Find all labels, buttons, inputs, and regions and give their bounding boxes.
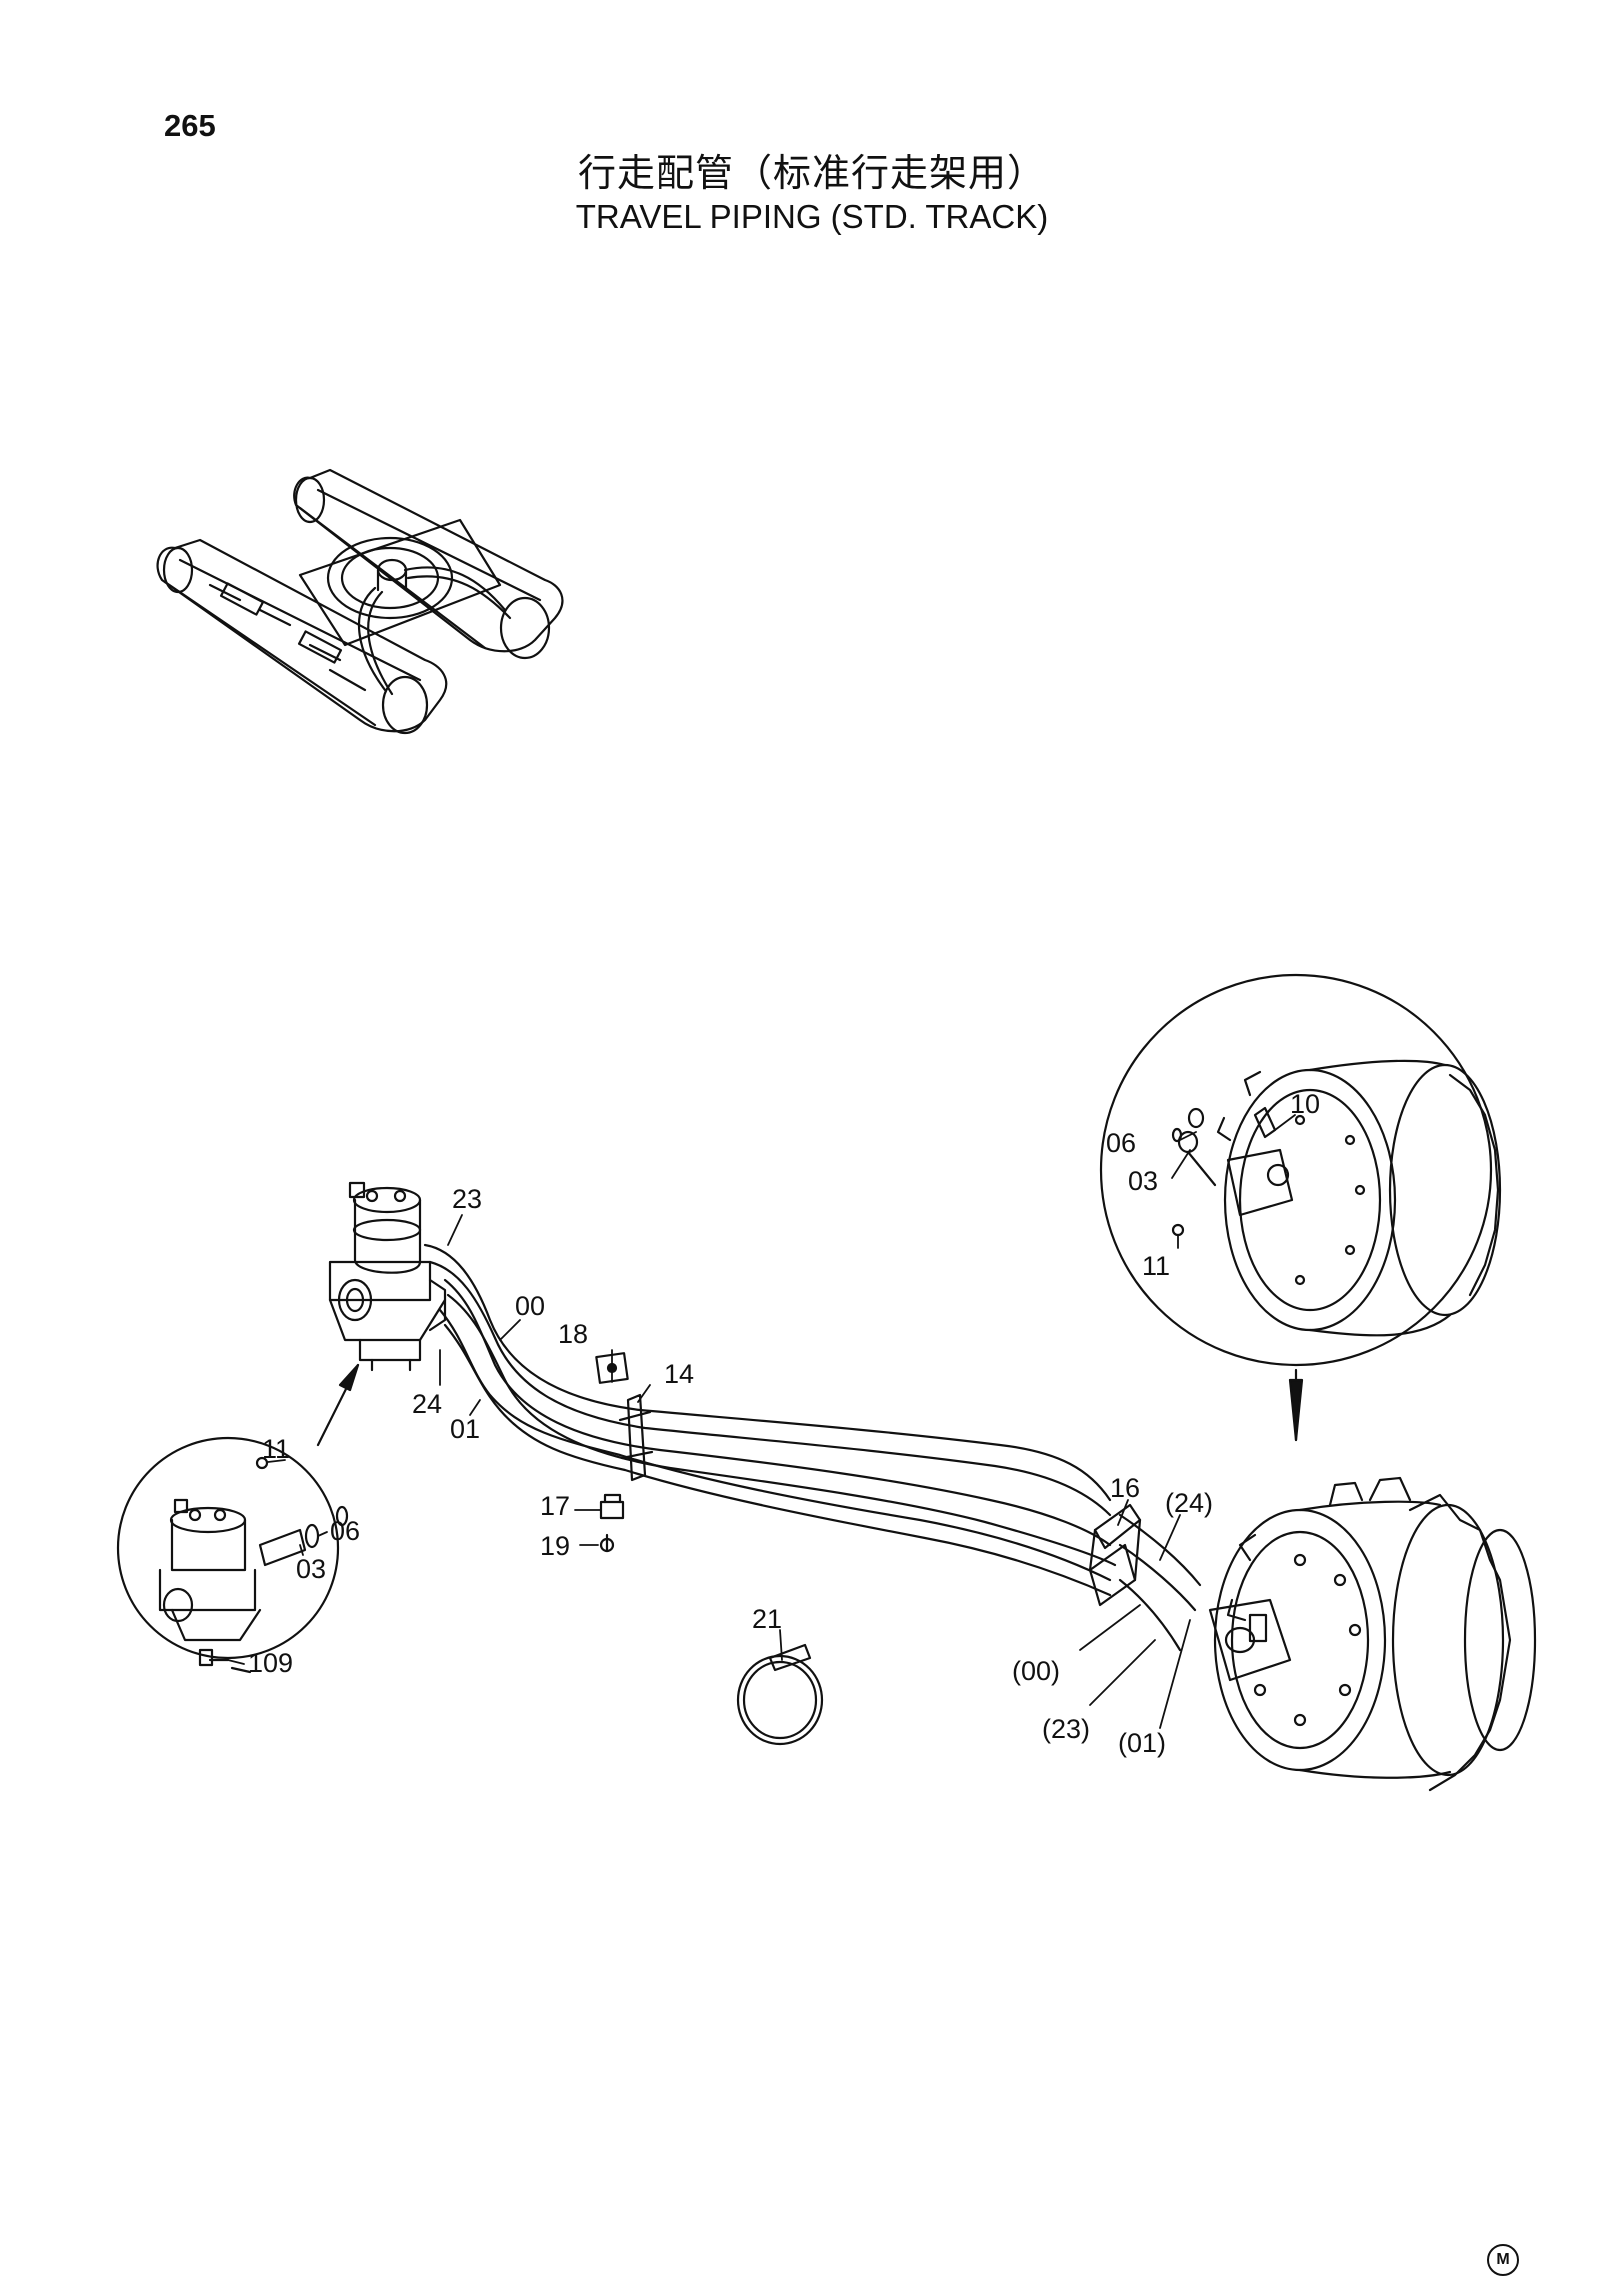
callout-24: 24: [412, 1389, 442, 1419]
center-joint-assembly: [328, 1181, 447, 1372]
corner-mark: M: [1487, 2244, 1519, 2276]
undercarriage-overview: [156, 468, 564, 735]
callout-01-paren: (01): [1118, 1728, 1166, 1758]
callout-18: 18: [558, 1319, 588, 1349]
clamp-ring-21: [736, 1643, 824, 1746]
clamp-14: [618, 1393, 654, 1482]
callout-16: 16: [1110, 1473, 1140, 1503]
callout-14: 14: [664, 1359, 694, 1389]
leader-lines: [227, 1114, 1296, 1729]
motor-callout-03: 03: [1128, 1166, 1158, 1196]
callout-24-paren: (24): [1165, 1488, 1213, 1518]
motor-callout-10: 10: [1290, 1089, 1320, 1119]
callout-labels: 23 00 18 14 24 01 17 19 21 16 (24) (00) …: [248, 1089, 1320, 1758]
detail-circle-travel-motor: [1099, 973, 1502, 1442]
page-title-english: TRAVEL PIPING (STD. TRACK): [575, 198, 1049, 235]
detail-callout-109: 109: [248, 1648, 293, 1678]
callout-01: 01: [450, 1414, 480, 1444]
page-number: 265: [164, 108, 216, 143]
callout-19: 19: [540, 1531, 570, 1561]
page-title-chinese: 行走配管（标准行走架用）: [577, 151, 1046, 195]
band-16: [1088, 1503, 1142, 1607]
bolt-17-19: [599, 1493, 625, 1553]
motor-callout-11: 11: [1142, 1251, 1170, 1281]
detail-callout-03: 03: [296, 1554, 326, 1584]
callout-21: 21: [752, 1604, 782, 1634]
travel-motor: [1208, 1476, 1537, 1792]
motor-callout-06: 06: [1106, 1128, 1136, 1158]
detail-circle-center-joint: [116, 1363, 360, 1674]
callout-23: 23: [452, 1184, 482, 1214]
detail-callout-11: 11: [262, 1434, 290, 1464]
callout-23-paren: (23): [1042, 1714, 1090, 1744]
detail-callout-06: 06: [330, 1516, 360, 1546]
callout-00-paren: (00): [1012, 1656, 1060, 1686]
hose-bundle: [423, 1243, 1202, 1652]
callout-00: 00: [515, 1291, 545, 1321]
callout-17: 17: [540, 1491, 570, 1521]
